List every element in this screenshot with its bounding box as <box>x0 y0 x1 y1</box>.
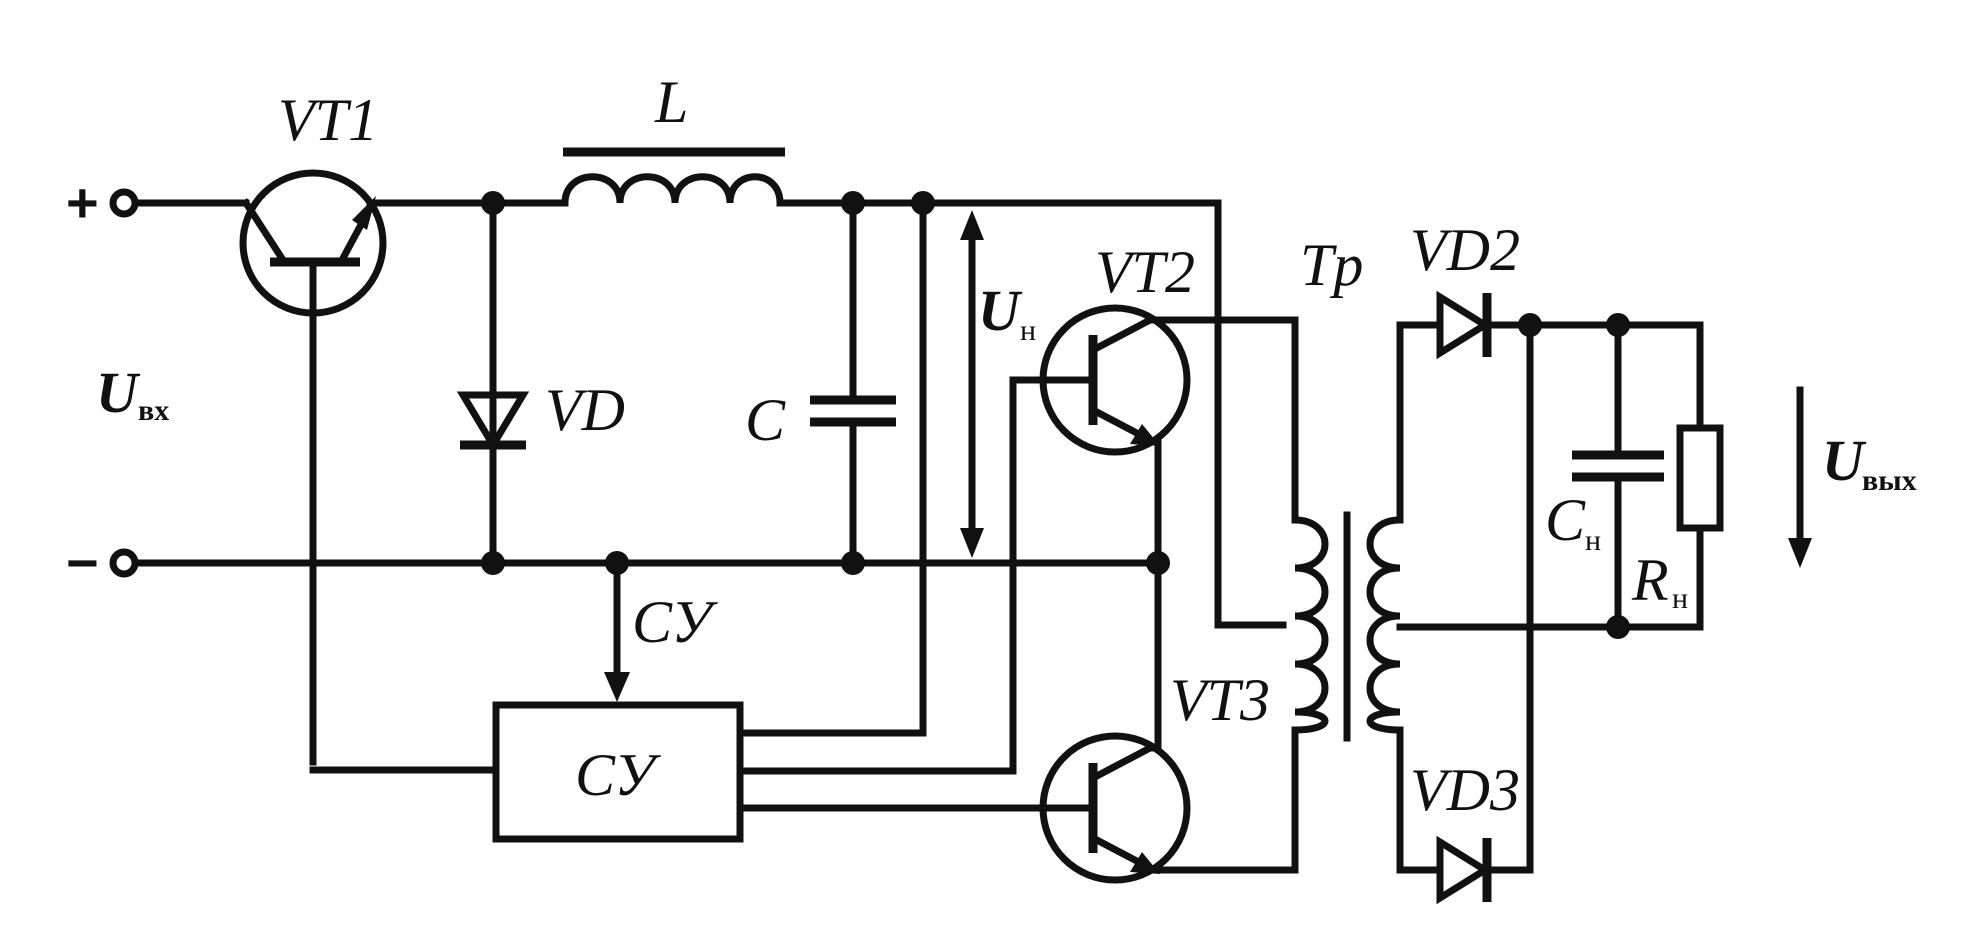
control-unit-label: СУ <box>575 742 661 808</box>
capacitor-c <box>810 199 896 567</box>
cn-subscript: н <box>1585 524 1601 557</box>
vt2-transistor <box>1039 304 1299 567</box>
control-wiring <box>309 199 1097 812</box>
load-capacitor-cn <box>1572 321 1664 631</box>
vt2-label: VT2 <box>1095 239 1195 305</box>
vd-label: VD <box>545 377 625 443</box>
transformer-tp <box>1291 316 1704 874</box>
rn-label: R <box>1631 547 1669 613</box>
output-voltage-label: U <box>1822 428 1867 493</box>
input-voltage-subscript: вх <box>138 394 169 427</box>
vd-diode <box>456 199 530 567</box>
output-voltage-subscript: вых <box>1862 464 1917 497</box>
output-voltage-arrow <box>1788 386 1812 568</box>
rn-subscript: н <box>1672 582 1688 615</box>
vt1-label: VT1 <box>278 87 378 153</box>
vt3-label: VT3 <box>1170 667 1270 733</box>
control-arrow-label: СУ <box>632 589 718 655</box>
un-label: U <box>978 278 1023 343</box>
vd2-label: VD2 <box>1410 217 1520 283</box>
minus-sign: − <box>66 531 99 594</box>
vd2-diode <box>1396 290 1704 360</box>
vt3-transistor <box>1039 559 1299 884</box>
vd3-label: VD3 <box>1410 757 1520 823</box>
un-voltage-arrow <box>960 210 984 558</box>
cn-label: C <box>1545 487 1586 553</box>
transformer-label: Tp <box>1300 232 1363 298</box>
inductor-label: L <box>654 69 688 135</box>
vt1-transistor <box>239 169 387 766</box>
plus-sign: + <box>66 171 99 234</box>
vd3-diode <box>1396 321 1534 905</box>
input-voltage-label: U <box>96 360 141 425</box>
capacitor-label: C <box>745 387 786 453</box>
un-subscript: н <box>1020 314 1036 347</box>
control-unit-block <box>492 701 744 843</box>
inductor-l <box>561 147 785 207</box>
load-resistor-rn <box>1676 321 1724 631</box>
